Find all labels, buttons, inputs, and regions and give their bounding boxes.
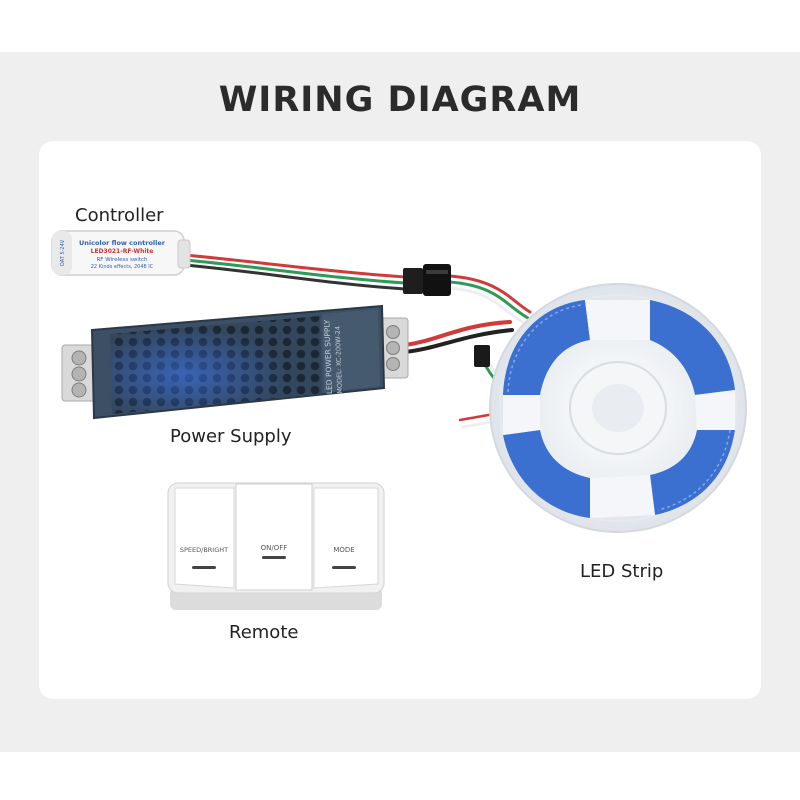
- controller-print-line1: Unicolor flow controller: [79, 239, 166, 247]
- led-strip-reel: [489, 283, 747, 533]
- remote-button-label-mode: MODE: [333, 546, 354, 554]
- power-supply-device: LED POWER SUPPLY MODEL: XC-200W-24: [61, 304, 409, 420]
- label-controller: Controller: [75, 205, 164, 226]
- remote-device: SPEED/BRIGHT ON/OFF MODE: [167, 482, 385, 610]
- controller-print-line2: LED3021-RF-White: [91, 248, 154, 255]
- jst-connector: [403, 264, 451, 296]
- controller-print-side: DAT 5-24V: [60, 239, 66, 266]
- page-title: WIRING DIAGRAM: [218, 80, 582, 120]
- psu-print-line2: MODEL: XC-200W-24: [334, 326, 344, 394]
- remote-button-left-shape: [174, 487, 235, 589]
- psu-right-terminal: [377, 317, 409, 379]
- psu-left-terminal: [61, 344, 97, 402]
- controller-print-line4: 22 Kinds effects, 2048 IC: [91, 264, 154, 270]
- controller-wires: [183, 253, 407, 291]
- label-remote: Remote: [229, 622, 299, 643]
- remote-button-label-speed-bright: SPEED/BRIGHT: [180, 546, 228, 554]
- remote-button-label-on-off: ON/OFF: [261, 544, 288, 552]
- remote-button-middle-shape: [235, 483, 313, 591]
- psu-print-line1: LED POWER SUPPLY: [322, 319, 334, 394]
- small-connector: [474, 345, 490, 367]
- controller-device: Unicolor flow controller LED3021-RF-Whit…: [51, 230, 191, 276]
- label-led-strip: LED Strip: [580, 561, 664, 582]
- remote-button-right-shape: [313, 487, 379, 589]
- label-power-supply: Power Supply: [170, 426, 292, 447]
- controller-print-line3: RF Wireless switch: [96, 257, 148, 263]
